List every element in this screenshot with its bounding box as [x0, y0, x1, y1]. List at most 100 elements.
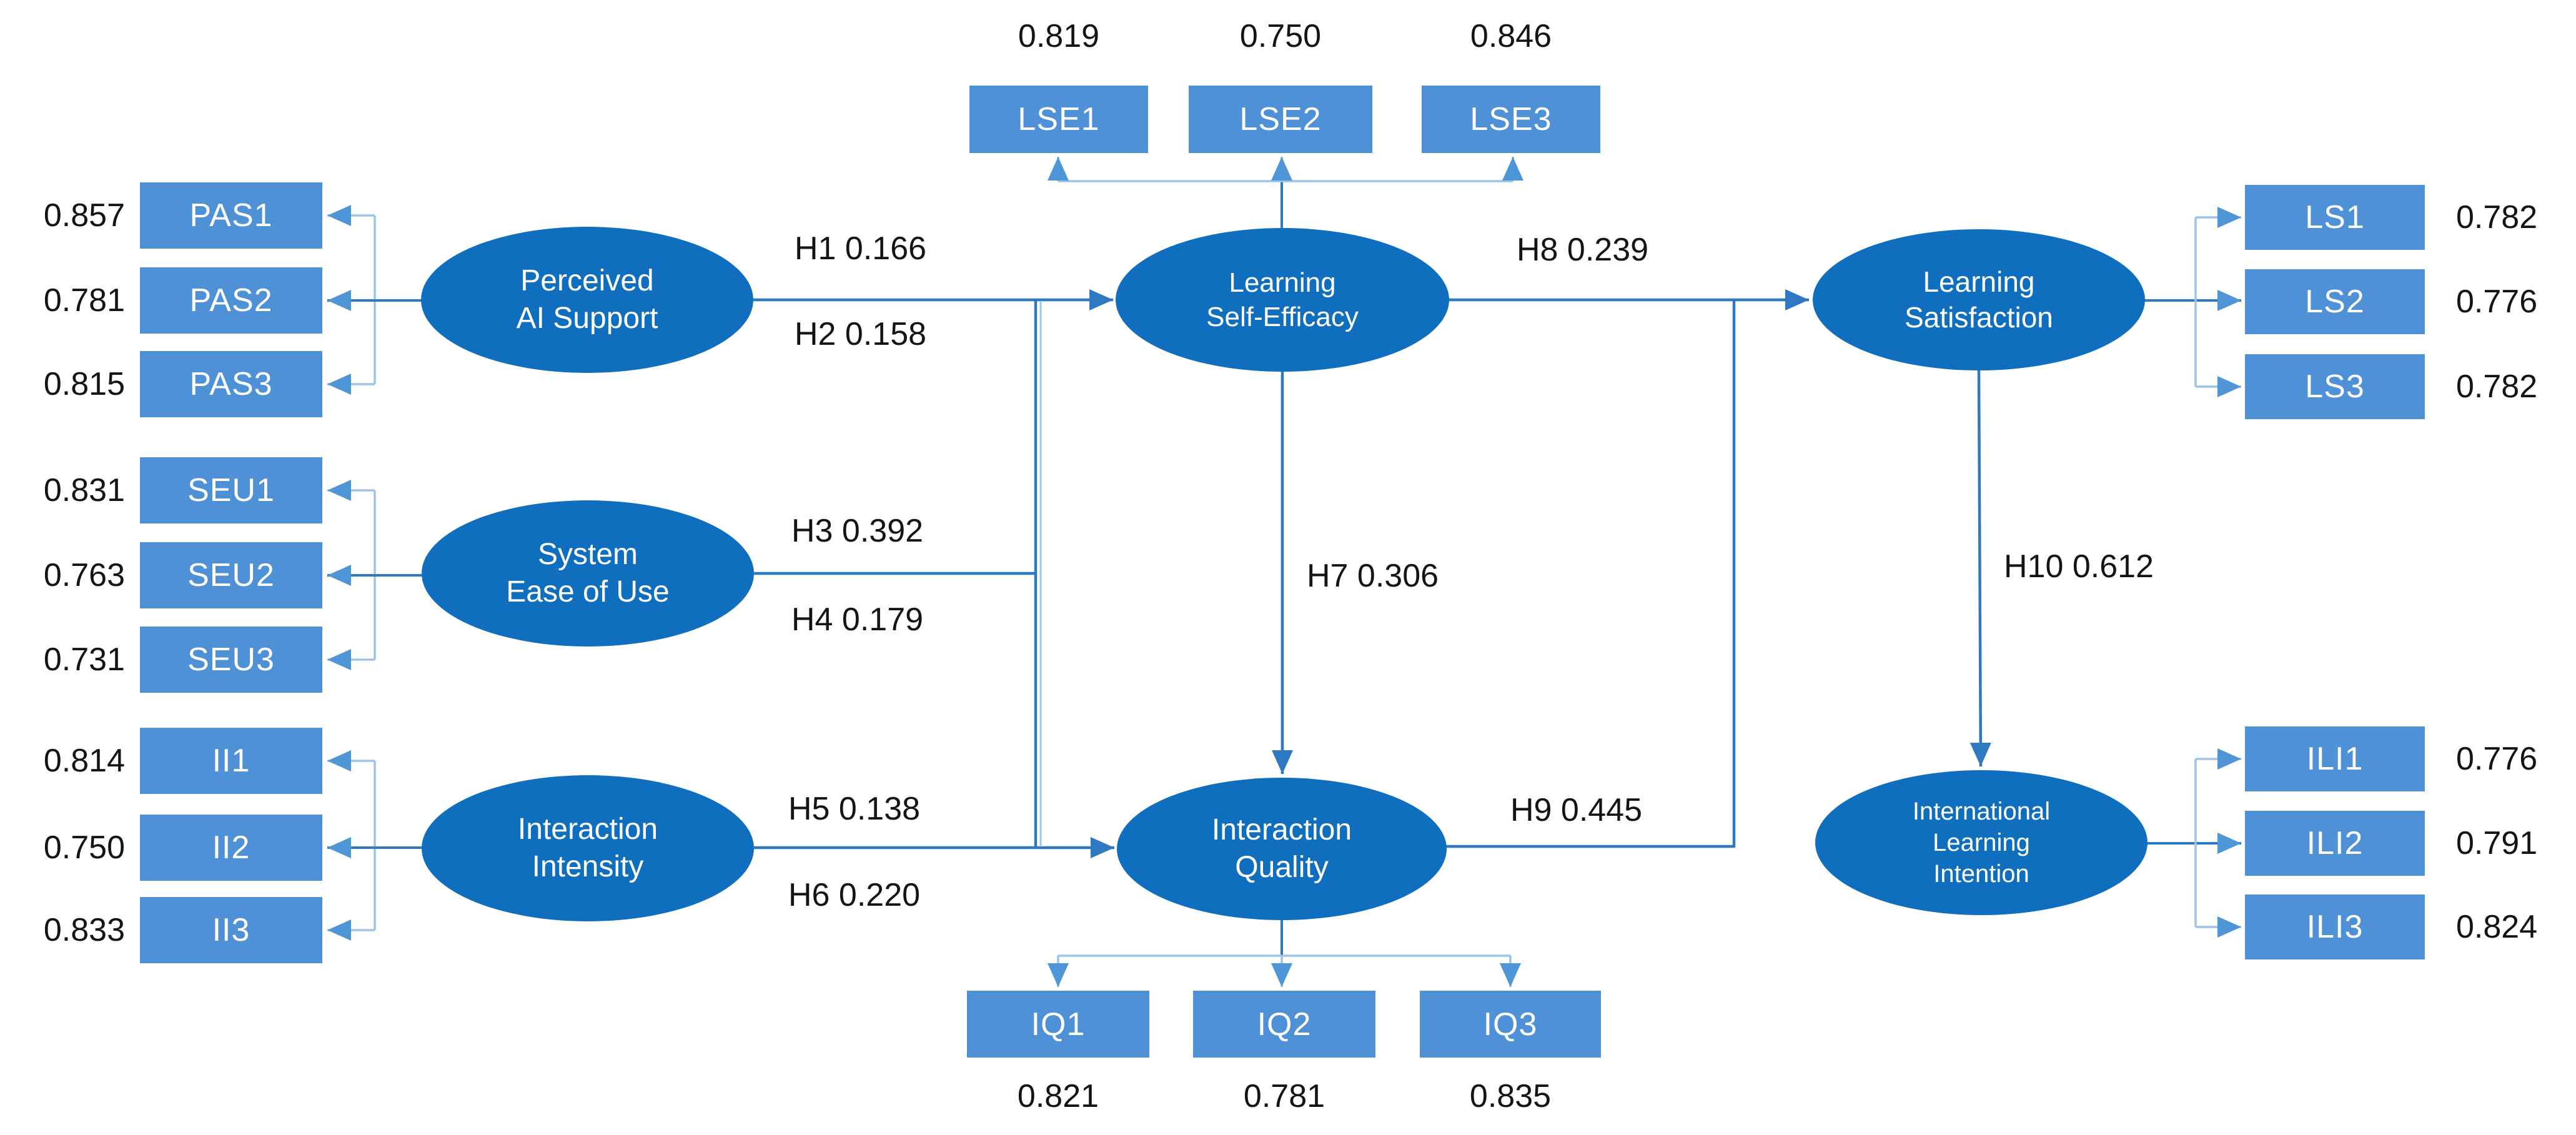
latent-interaction-intensity: Interaction Intensity [422, 775, 754, 921]
structural-trunk [753, 289, 1114, 858]
indicator-label-pas3: PAS3 [189, 366, 273, 402]
latent-system-ease-of-use: System Ease of Use [422, 500, 754, 647]
indicator-box-seu2: SEU2 [140, 542, 322, 608]
path-label-h7: H7 0.306 [1307, 558, 1439, 594]
latent-label-line: Intensity [532, 850, 644, 883]
indicator-box-seu1: SEU1 [140, 457, 322, 523]
indicator-box-pas2: PAS2 [140, 267, 322, 334]
latent-international-learning-intention: International Learning Intention [1815, 770, 2147, 915]
latent-label-line: Intention [1933, 860, 2029, 888]
indicator-box-pas1: PAS1 [140, 182, 322, 249]
loading-pas1: 0.857 [43, 197, 125, 234]
indicator-label-ii2: II2 [212, 830, 250, 866]
path-label-h3: H3 0.392 [791, 513, 924, 549]
indicator-box-pas3: PAS3 [140, 351, 322, 417]
indicator-label-ls3: LS3 [2305, 369, 2365, 405]
iq-indicator-connectors [1048, 954, 1521, 987]
loading-pas3: 0.815 [43, 366, 125, 402]
loading-ili2: 0.791 [2456, 825, 2538, 861]
indicator-label-lse2: LSE2 [1239, 101, 1322, 137]
indicator-label-lse1: LSE1 [1018, 101, 1100, 137]
indicator-box-seu3: SEU3 [140, 627, 322, 693]
ls-indicator-connectors [2194, 207, 2241, 397]
latent-label-line: Interaction [517, 813, 658, 846]
indicator-box-ls2: LS2 [2245, 269, 2425, 334]
indicator-box-lse2: LSE2 [1189, 86, 1372, 153]
loading-ii2: 0.750 [43, 830, 125, 866]
latent-label-line: International [1912, 798, 2051, 825]
indicator-label-ili3: ILI3 [2306, 909, 2364, 945]
path-label-h9: H9 0.445 [1510, 792, 1643, 828]
indicator-box-ls1: LS1 [2245, 185, 2425, 250]
indicator-box-lse3: LSE3 [1422, 86, 1600, 153]
lse-indicator-connectors [1048, 157, 1523, 182]
indicator-box-ili1: ILI1 [2245, 726, 2425, 791]
latent-label-line: System [537, 538, 638, 571]
loading-iq2: 0.781 [1243, 1078, 1325, 1114]
indicator-label-iq1: IQ1 [1031, 1006, 1086, 1043]
loading-ili1: 0.776 [2456, 741, 2538, 777]
path-label-h4: H4 0.179 [791, 602, 924, 638]
latent-learning-satisfaction: Learning Satisfaction [1813, 229, 2145, 370]
ii-indicator-connectors [327, 750, 376, 941]
latent-label-line: Learning [1923, 265, 2035, 298]
indicator-box-ii1: II1 [140, 728, 322, 794]
path-label-h5: H5 0.138 [788, 791, 921, 827]
indicator-box-ili3: ILI3 [2245, 895, 2425, 959]
indicator-label-ili2: ILI2 [2306, 825, 2364, 861]
latent-label-line: Satisfaction [1905, 301, 2053, 334]
indicator-box-ili2: ILI2 [2245, 811, 2425, 876]
indicator-label-iq3: IQ3 [1483, 1006, 1538, 1043]
indicator-label-seu2: SEU2 [187, 557, 275, 593]
loading-lse3: 0.846 [1470, 18, 1552, 54]
path-label-h2: H2 0.158 [795, 316, 927, 352]
loading-ii3: 0.833 [43, 912, 125, 948]
loading-ls1: 0.782 [2456, 199, 2538, 235]
path-label-h10: H10 0.612 [2004, 548, 2154, 585]
indicator-label-ii3: II3 [212, 912, 250, 948]
indicator-label-lse3: LSE3 [1470, 101, 1552, 137]
indicator-box-ii3: II3 [140, 897, 322, 963]
indicator-box-iq1: IQ1 [967, 991, 1149, 1058]
loading-ls3: 0.782 [2456, 369, 2538, 405]
indicator-label-seu3: SEU3 [187, 642, 275, 678]
latent-label-line: Quality [1235, 851, 1329, 884]
latent-label-line: Self-Efficacy [1206, 302, 1359, 332]
ili-indicator-connectors [2194, 748, 2241, 938]
loading-lse2: 0.750 [1239, 18, 1322, 54]
loading-seu1: 0.831 [43, 472, 125, 508]
latent-label-line: Learning [1933, 829, 2030, 856]
latent-label-line: Ease of Use [506, 575, 670, 608]
path-h9-line [1445, 301, 1736, 848]
loading-ili3: 0.824 [2456, 909, 2538, 945]
latent-learning-self-efficacy: Learning Self-Efficacy [1116, 228, 1449, 372]
latent-interaction-quality: Interaction Quality [1117, 778, 1447, 920]
indicator-box-iq3: IQ3 [1420, 991, 1601, 1058]
indicator-box-ls3: LS3 [2245, 354, 2425, 419]
indicator-label-ili1: ILI1 [2306, 741, 2364, 777]
path-h10-line [1969, 369, 1991, 767]
indicator-label-ls2: LS2 [2305, 284, 2365, 320]
loading-seu2: 0.763 [43, 557, 125, 593]
loading-seu3: 0.731 [43, 642, 125, 678]
latent-label-line: AI Support [516, 302, 658, 335]
loading-iq3: 0.835 [1469, 1078, 1552, 1114]
indicator-label-ii1: II1 [212, 743, 250, 779]
indicator-box-lse1: LSE1 [969, 86, 1148, 153]
path-label-h8: H8 0.239 [1517, 232, 1649, 268]
loading-ls2: 0.776 [2456, 284, 2538, 320]
indicator-label-pas2: PAS2 [189, 282, 273, 319]
indicator-label-ls1: LS1 [2305, 199, 2365, 235]
loading-pas2: 0.781 [43, 282, 125, 319]
loading-ii1: 0.814 [43, 743, 125, 779]
path-label-h6: H6 0.220 [788, 877, 921, 913]
latent-label-line: Learning [1229, 267, 1336, 298]
latent-perceived-ai-support: Perceived AI Support [421, 227, 753, 373]
indicator-box-ii2: II2 [140, 815, 322, 881]
indicator-label-pas1: PAS1 [189, 197, 273, 234]
indicator-label-iq2: IQ2 [1257, 1006, 1312, 1043]
indicator-label-seu1: SEU1 [187, 472, 275, 508]
loading-iq1: 0.821 [1017, 1078, 1099, 1114]
latent-label-line: Interaction [1211, 813, 1352, 846]
